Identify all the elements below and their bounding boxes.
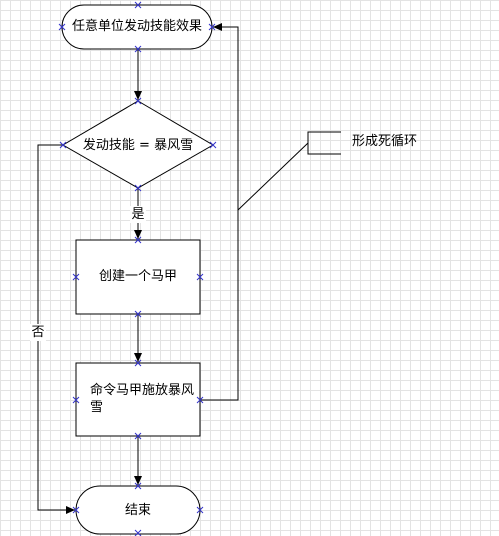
annotation-bracket [307,131,341,155]
yes-label: 是 [130,206,146,223]
connection-points [58,1,217,536]
arrow-loop-back-to-start [200,23,239,401]
command-label: 命令马甲施放暴风雪 [90,383,195,415]
create-label: 创建一个马甲 [98,269,177,284]
no-label: 否 [30,324,46,341]
annotation-label: 形成死循环 [352,134,418,149]
start-label: 任意单位发动技能效果 [71,19,202,34]
decision-label: 发动技能 = 暴风雪 [82,138,194,153]
end-label: 结束 [124,503,151,518]
annotation-leader-line [237,142,309,211]
create-dummy-process [75,239,201,315]
